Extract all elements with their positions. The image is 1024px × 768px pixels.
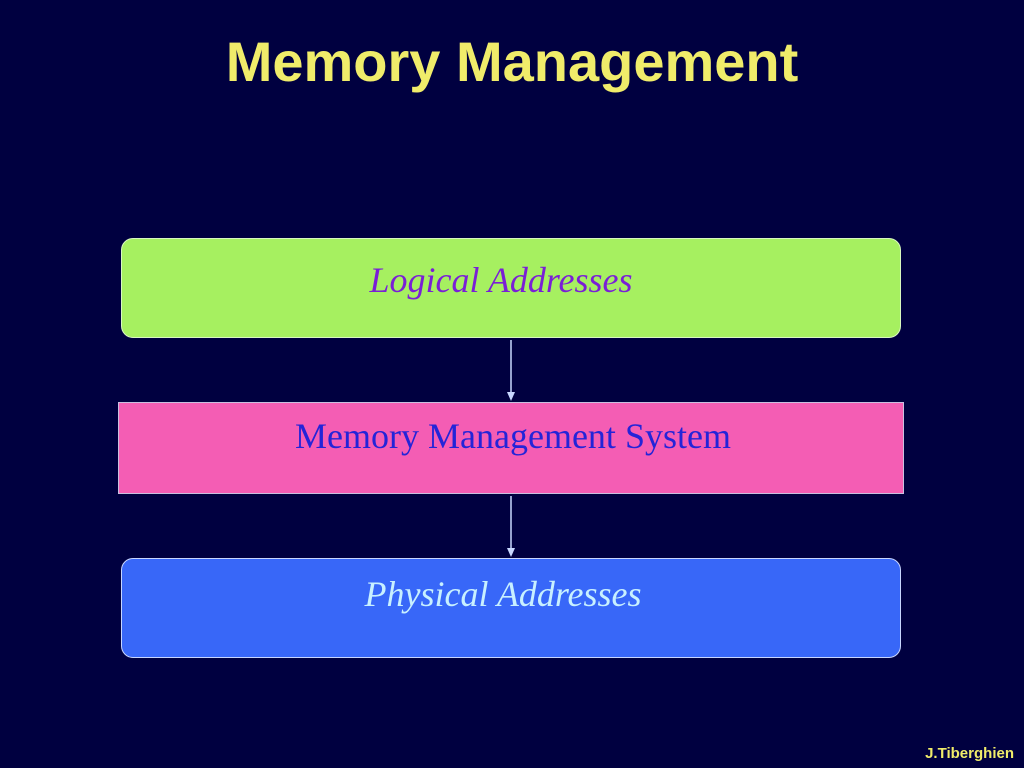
logical-addresses-box: Logical Addresses <box>121 238 901 338</box>
logical-addresses-label: Logical Addresses <box>369 260 633 300</box>
memory-management-system-box: Memory Management System <box>118 402 904 494</box>
arrow-mms-to-physical <box>507 496 515 557</box>
physical-addresses-label: Physical Addresses <box>364 574 642 614</box>
slide-title: Memory Management <box>225 30 799 93</box>
arrow-logical-to-mms <box>507 340 515 401</box>
physical-addresses-box: Physical Addresses <box>121 558 901 658</box>
memory-management-system-label: Memory Management System <box>295 416 731 456</box>
author-credit: J.Tiberghien <box>925 745 1014 762</box>
